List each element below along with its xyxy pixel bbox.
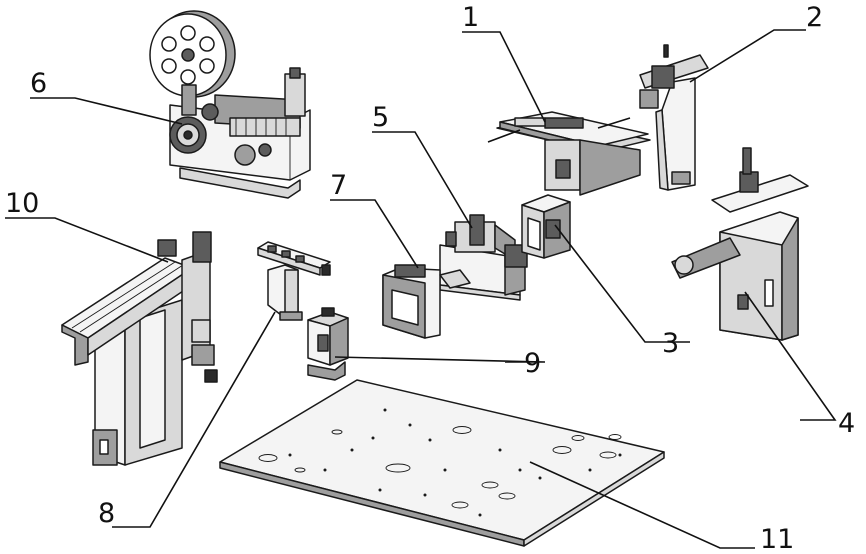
- label-11: 11: [760, 524, 794, 554]
- small-clamp-unit: [308, 308, 348, 380]
- long-rail-unit: [62, 232, 217, 465]
- label-5: 5: [372, 102, 389, 133]
- label-2: 2: [806, 2, 823, 33]
- label-3: 3: [662, 328, 679, 359]
- upper-bracket-unit: [640, 45, 708, 190]
- label-6: 6: [30, 68, 47, 99]
- label-1: 1: [462, 2, 479, 33]
- fixture-block-unit: [383, 265, 470, 338]
- reel-feeder-unit: [150, 11, 310, 198]
- label-4: 4: [838, 408, 855, 439]
- label-10: 10: [5, 188, 39, 219]
- label-7: 7: [330, 170, 347, 201]
- base-plate: [220, 380, 664, 546]
- gripper-table-unit: [488, 112, 650, 195]
- small-housing-unit: [522, 195, 570, 258]
- label-8: 8: [98, 498, 115, 529]
- clamp-bracket-unit: [258, 242, 330, 320]
- label-9: 9: [524, 348, 541, 379]
